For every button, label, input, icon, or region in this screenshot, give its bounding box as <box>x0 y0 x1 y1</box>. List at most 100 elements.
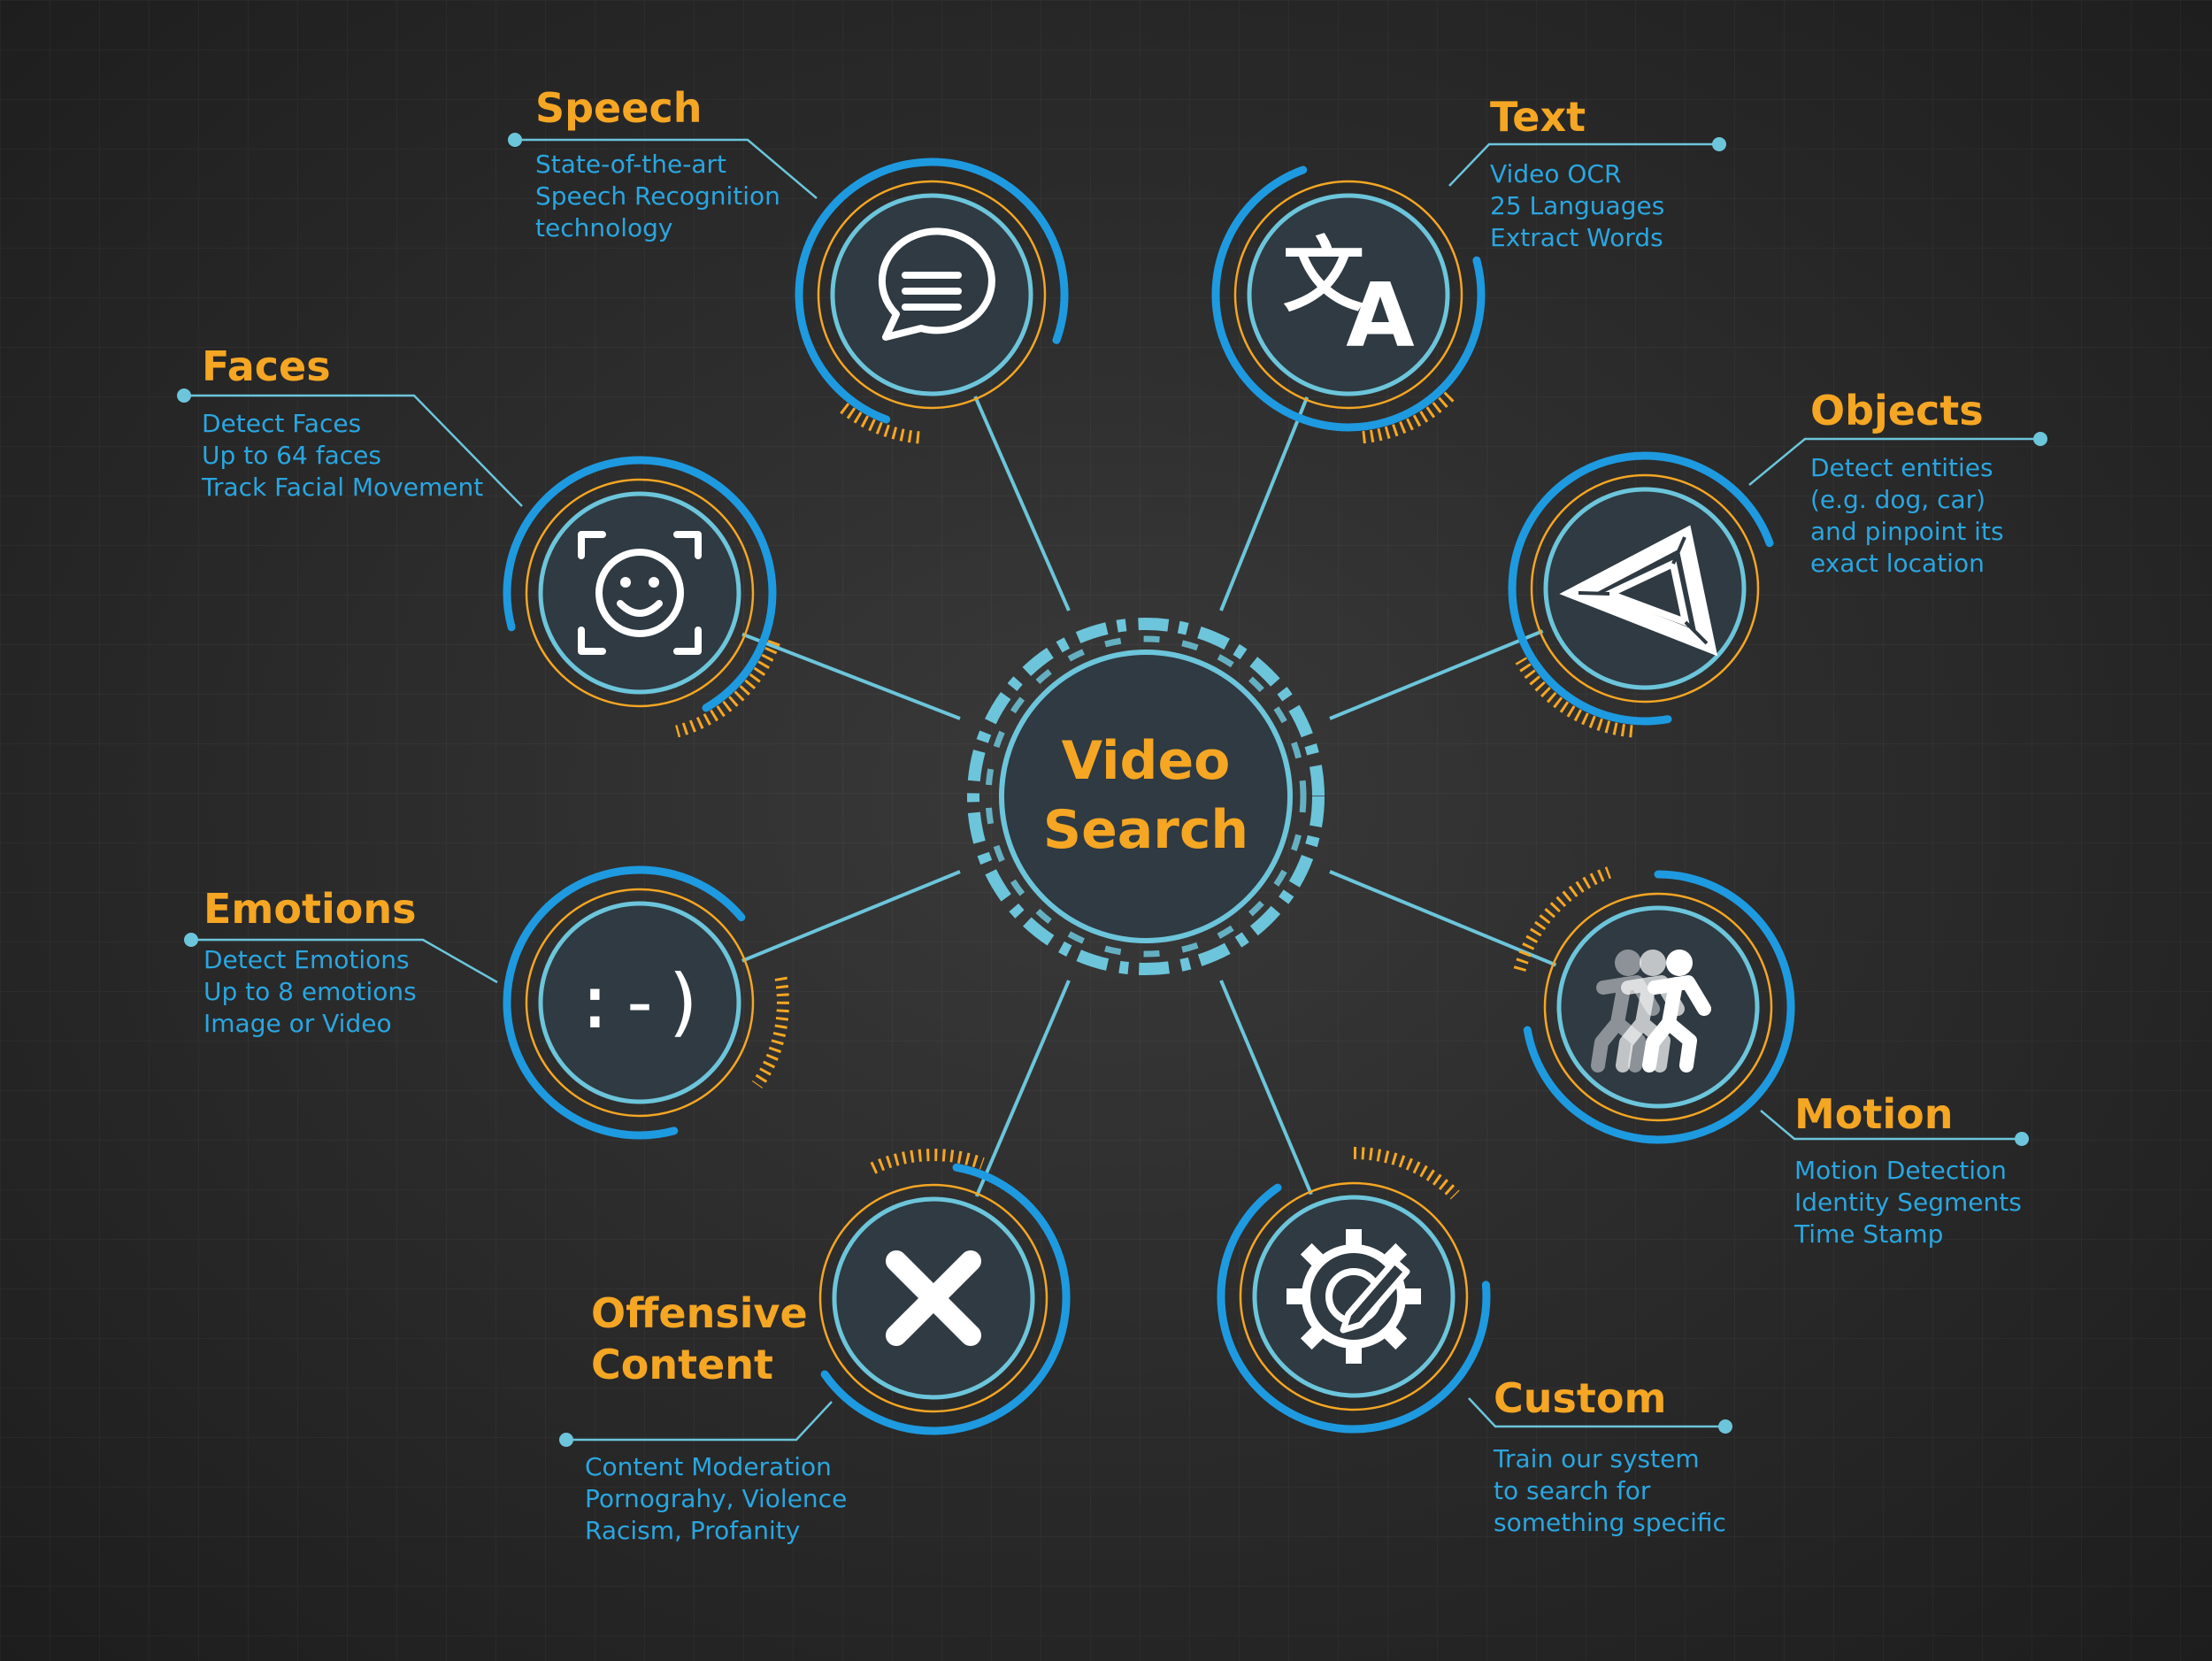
outer-ring-arc <box>503 865 746 1140</box>
outer-ring-arc <box>1523 870 1795 1144</box>
node-description-line: Motion Detection <box>1794 1156 2007 1185</box>
hub-dashed-ring-inner <box>985 635 1307 957</box>
node-description-line: Identity Segments <box>1794 1188 2022 1217</box>
node-description-line: something specific <box>1494 1508 1726 1537</box>
spoke-line-speech <box>973 396 1071 611</box>
svg-text::-): :-) <box>572 958 707 1045</box>
orange-ring <box>818 1183 1048 1413</box>
orange-ring <box>1239 1181 1469 1411</box>
label-connector-emotions <box>191 938 498 984</box>
outer-ring-arc <box>503 456 777 712</box>
hub-dashed-ring-outer <box>967 618 1325 975</box>
node-description-line: Speech Recognition <box>535 181 780 211</box>
node-circle <box>1247 193 1450 396</box>
outer-ring-arc <box>1508 451 1774 726</box>
node-title: Content <box>591 1341 773 1388</box>
speech-bubble-icon <box>878 227 995 341</box>
label-dot <box>184 933 198 947</box>
label-dot <box>1718 1419 1732 1434</box>
label-dot <box>2033 432 2047 446</box>
connector-lines <box>741 396 1557 1197</box>
node-description-line: Racism, Profanity <box>585 1516 800 1545</box>
outer-ring-arc <box>1217 1183 1491 1434</box>
label-connector-motion <box>1760 1110 2022 1141</box>
node-description-line: (e.g. dog, car) <box>1810 485 1985 514</box>
node-description-line: State-of-the-art <box>535 150 726 179</box>
orange-tick-arc <box>675 639 780 738</box>
face-scan-icon <box>578 531 702 655</box>
orange-ring <box>1530 473 1760 704</box>
hub-title-line2: Search <box>1043 799 1248 861</box>
orange-tick-arc <box>835 399 920 444</box>
orange-ring <box>1233 180 1463 410</box>
node-title: Objects <box>1810 387 1984 434</box>
orange-tick-arc <box>751 976 789 1088</box>
node-description-line: Detect entities <box>1810 453 1993 482</box>
orange-ring <box>525 888 755 1118</box>
node-description-line: Track Facial Movement <box>201 473 483 502</box>
node-description-line: and pinpoint its <box>1810 517 2004 546</box>
orange-tick-arc <box>1515 657 1633 738</box>
node-description-line: Time Stamp <box>1793 1219 1943 1249</box>
node-circle <box>538 491 741 695</box>
label-connector-text <box>1448 142 1719 187</box>
orange-tick-arc <box>1513 866 1612 972</box>
node-title: Speech <box>535 84 702 132</box>
spoke-line-motion <box>1329 870 1557 967</box>
gear-edit-icon <box>1286 1229 1421 1364</box>
label-dot <box>559 1433 573 1447</box>
node-title: Offensive <box>591 1289 808 1337</box>
node-description-line: Up to 64 faces <box>202 441 381 470</box>
label-dot <box>1712 137 1726 151</box>
node-description-line: technology <box>535 213 672 242</box>
orange-ring <box>525 478 755 708</box>
svg-text:文: 文 <box>1283 228 1364 323</box>
node-description-line: Content Moderation <box>585 1452 832 1481</box>
node-circle <box>538 901 741 1104</box>
label-connector-speech <box>515 138 818 199</box>
label-dot <box>508 133 522 147</box>
label-dot <box>177 388 191 403</box>
node-description-line: to search for <box>1494 1476 1651 1505</box>
node-title: Custom <box>1494 1374 1666 1422</box>
orange-tick-arc <box>870 1149 985 1174</box>
node-title: Motion <box>1794 1090 1954 1138</box>
running-people-icon <box>1591 950 1711 1073</box>
impossible-triangle-icon <box>1559 525 1718 657</box>
spoke-line-text <box>1219 396 1310 611</box>
outer-ring-arc <box>1211 165 1486 432</box>
spoke-line-faces <box>741 632 961 720</box>
svg-text:A: A <box>1346 264 1414 367</box>
label-dot <box>2015 1132 2029 1146</box>
node-title: Emotions <box>204 885 416 933</box>
hub-circle <box>999 650 1293 943</box>
node-description-line: Pornograhy, Violence <box>585 1484 847 1513</box>
spoke-line-offensive <box>974 980 1071 1197</box>
node-description-line: exact location <box>1810 549 1985 578</box>
node-title: Text <box>1490 93 1586 141</box>
orange-tick-arc <box>1353 1146 1460 1200</box>
orange-tick-arc <box>1360 391 1455 444</box>
spoke-line-custom <box>1219 980 1313 1196</box>
node-description-line: 25 Languages <box>1490 191 1664 220</box>
translate-icon: 文A <box>1283 228 1415 367</box>
label-connector-objects <box>1748 437 2040 486</box>
node-circle <box>1556 905 1760 1109</box>
orange-ring <box>1543 892 1773 1122</box>
node-description-line: Train our system <box>1493 1444 1700 1473</box>
node-description-line: Image or Video <box>204 1009 392 1038</box>
label-connector-custom <box>1468 1397 1725 1428</box>
node-description-line: Video OCR <box>1490 159 1621 188</box>
outer-ring-arc <box>795 158 1069 424</box>
